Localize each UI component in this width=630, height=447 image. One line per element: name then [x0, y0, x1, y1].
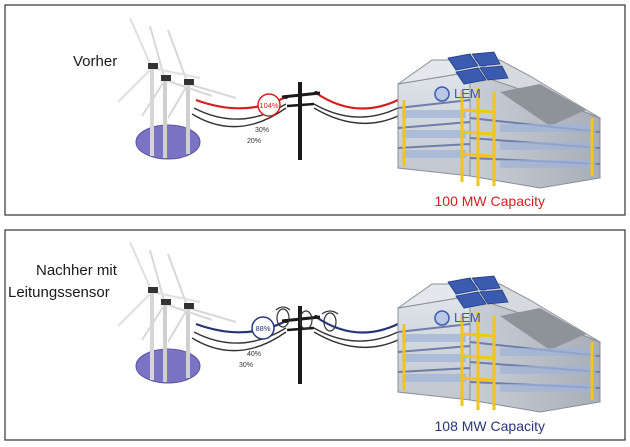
building-logo: LEM [454, 86, 481, 101]
panel-label: Vorher [73, 53, 117, 70]
load-circle [251, 316, 275, 340]
line-percent-2: 40% [247, 351, 261, 358]
building-logo: LEM [454, 310, 481, 325]
line-percent-3: 30% [239, 362, 253, 369]
load-circle [257, 93, 281, 117]
line-percent-main: 88% [255, 324, 270, 333]
panel-label-line-1: Nachher mit [36, 262, 118, 279]
panel-label-line-2: Leitungssensor [8, 284, 110, 301]
line-sensor-icons [275, 306, 339, 332]
capacity-label: 108 MW Capacity [435, 418, 545, 434]
capacity-label: 100 MW Capacity [435, 193, 545, 209]
line-percent-2: 30% [255, 127, 269, 134]
line-percent-3: 20% [247, 138, 261, 145]
line-percent-main: 104% [259, 101, 279, 110]
panel-before: LEM 104% 30% 20% Vorher 100 MW Capacity [4, 4, 626, 216]
power-lines [191, 316, 399, 352]
panel-after: LEM 88% 40% 30% Nachher mit Leitungssens… [4, 229, 626, 441]
